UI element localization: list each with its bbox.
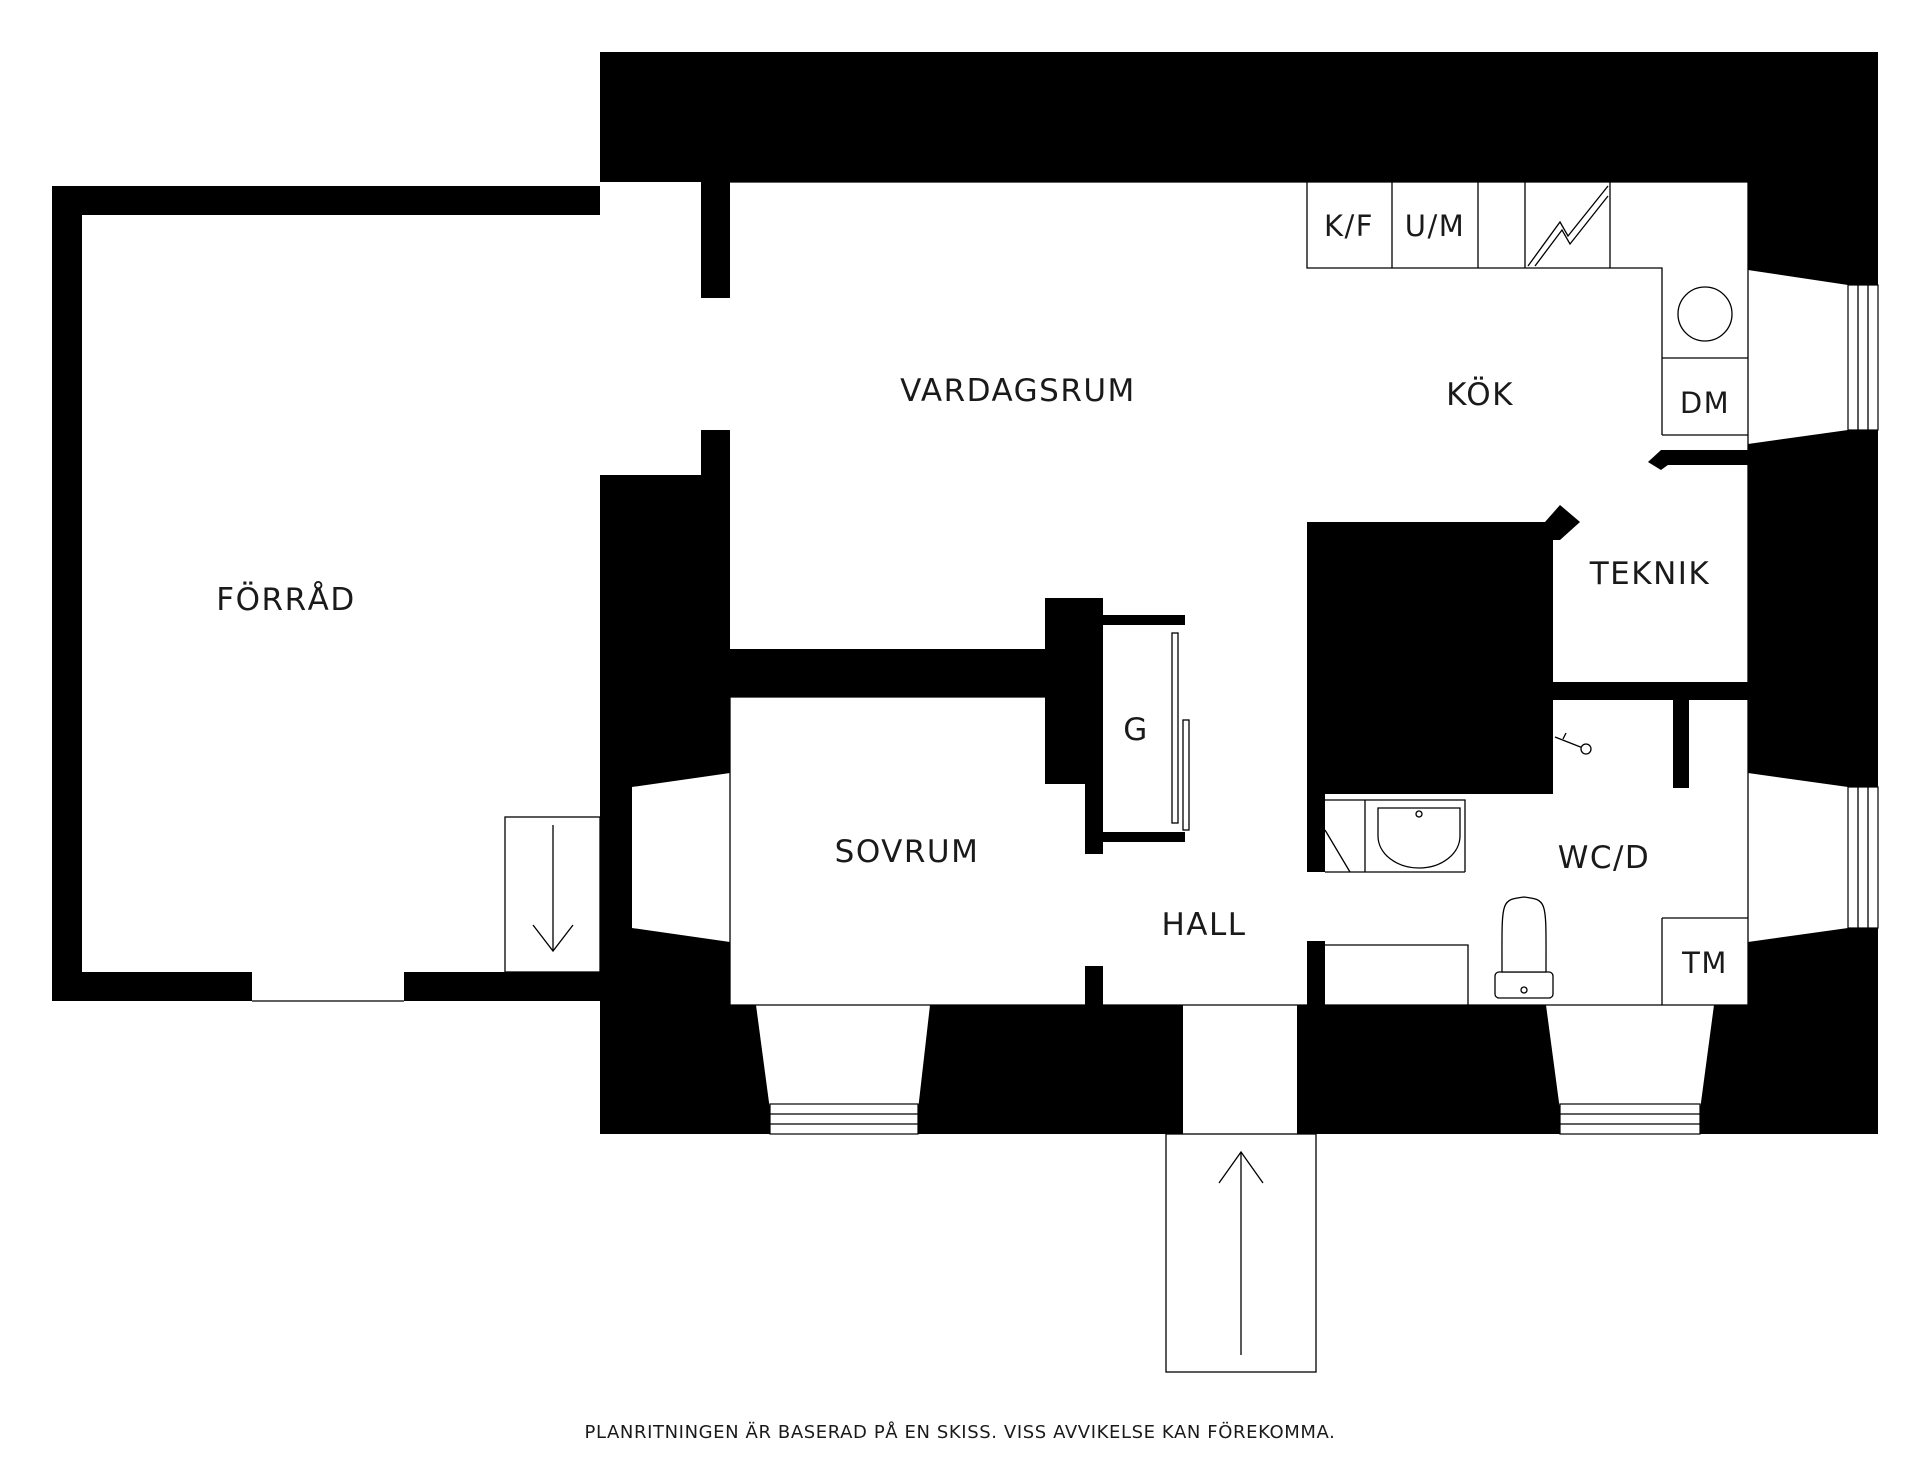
inner-wall-lines bbox=[729, 181, 1749, 1006]
wc-fixtures bbox=[1324, 799, 1748, 1005]
washbasin-icon bbox=[1377, 807, 1461, 869]
room-label-vardagsrum: VARDAGSRUM bbox=[900, 373, 1136, 409]
shower-tap-icon bbox=[1554, 732, 1592, 755]
appliance-label-kf: K/F bbox=[1324, 209, 1374, 243]
entrance-steps bbox=[1165, 1133, 1317, 1373]
sink-round-icon bbox=[1677, 286, 1733, 342]
room-label-hall: HALL bbox=[1161, 907, 1246, 943]
room-label-sovrum: SOVRUM bbox=[835, 834, 980, 870]
room-label-forrad: FÖRRÅD bbox=[216, 581, 355, 618]
toilet-icon bbox=[1494, 896, 1554, 999]
interior-walls bbox=[730, 450, 1748, 1005]
window-embrasures bbox=[632, 270, 1848, 1135]
appliance-label-tm: TM bbox=[1681, 946, 1728, 980]
room-label-garderob: G bbox=[1123, 712, 1149, 748]
appliance-label-dm: DM bbox=[1680, 386, 1730, 420]
kitchen-counter bbox=[1306, 182, 1748, 436]
room-label-teknik: TEKNIK bbox=[1589, 556, 1711, 592]
appliance-label-um: U/M bbox=[1405, 209, 1466, 243]
windows bbox=[769, 284, 1879, 1135]
room-label-kok: KÖK bbox=[1446, 376, 1514, 413]
storage-steps bbox=[504, 816, 601, 973]
stove-icon bbox=[1527, 185, 1609, 267]
room-label-wc-d: WC/D bbox=[1558, 840, 1651, 876]
wardrobe-doors bbox=[1171, 632, 1190, 831]
disclaimer-text: PLANRITNINGEN ÄR BASERAD PÅ EN SKISS. VI… bbox=[585, 1421, 1336, 1443]
